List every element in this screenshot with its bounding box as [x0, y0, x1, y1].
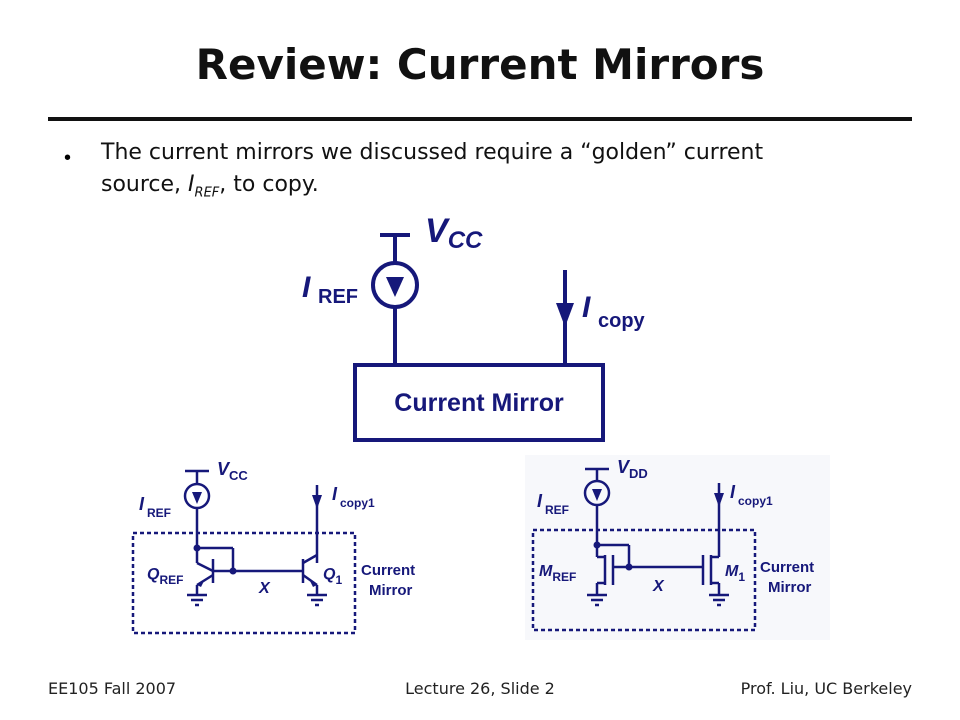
bullet-marker: • [64, 147, 72, 169]
bjt-box-label-2: Mirror [369, 582, 413, 599]
bjt-icopy-label: I [332, 484, 338, 504]
bjt-box-label-1: Current [361, 562, 415, 579]
svg-text:M1: M1 [725, 563, 745, 584]
slide-title: Review: Current Mirrors [195, 40, 765, 89]
mos-icopy-sub: copy1 [738, 494, 773, 508]
title-divider [48, 117, 912, 121]
vcc-label: V [425, 212, 451, 250]
svg-text:Q1: Q1 [323, 566, 342, 587]
bjt-node-x: X [258, 580, 271, 597]
iref-arrow-icon [386, 277, 404, 297]
mref-sub: REF [552, 570, 576, 584]
svg-text:IREF: IREF [537, 491, 569, 517]
m1-label: M [725, 563, 739, 580]
m1-sub: 1 [738, 570, 745, 584]
bullet-text: The current mirrors we discussed require… [101, 137, 821, 209]
bjt-iref-label: I [139, 494, 145, 514]
bullet-text-before: The current mirrors we discussed require… [101, 140, 764, 197]
bjt-iref-sub: REF [147, 506, 171, 520]
current-mirror-block [353, 363, 605, 442]
icopy-sub: copy [598, 310, 646, 332]
svg-text:QREF: QREF [147, 566, 183, 587]
iref-label: I [302, 271, 311, 304]
bjt-vcc-label: V [217, 459, 231, 479]
svg-text:MREF: MREF [539, 563, 576, 584]
bjt-vcc-sub: CC [229, 468, 248, 483]
footer-course: EE105 Fall 2007 [48, 679, 177, 698]
svg-text:IREF: I REF [302, 271, 358, 308]
mos-iref-sub: REF [545, 503, 569, 517]
bullet-sub: REF [194, 185, 220, 201]
mos-vdd-sub: DD [629, 466, 648, 481]
vcc-sub: CC [448, 227, 483, 254]
footer-slide-number: Lecture 26, Slide 2 [405, 679, 555, 698]
svg-text:VCC: VCC [217, 459, 248, 483]
icopy-label: I [582, 291, 591, 324]
mos-vdd-label: V [617, 457, 631, 477]
q1-sub: 1 [335, 573, 342, 587]
qref-sub: REF [159, 573, 183, 587]
bullet-text-after: , to copy. [219, 172, 319, 197]
q1-label: Q [323, 566, 336, 583]
mos-iref-label: I [537, 491, 543, 511]
current-mirror-label: Current Mirror [394, 389, 564, 417]
svg-text:VCC: VCC [425, 212, 483, 254]
svg-text:IREF: IREF [139, 494, 171, 520]
icopy-arrow-icon [556, 303, 574, 327]
iref-sub: REF [318, 286, 358, 308]
mos-box-label-1: Current [760, 559, 814, 576]
bullet-var: I [188, 172, 195, 197]
qref-label: Q [147, 566, 160, 583]
mref-label: M [539, 563, 553, 580]
bjt-icopy-sub: copy1 [340, 496, 375, 510]
mos-box-label-2: Mirror [768, 579, 812, 596]
footer-author: Prof. Liu, UC Berkeley [740, 679, 912, 698]
mos-icopy-label: I [730, 482, 736, 502]
mos-node-x: X [652, 578, 665, 595]
svg-text:VDD: VDD [617, 457, 648, 481]
